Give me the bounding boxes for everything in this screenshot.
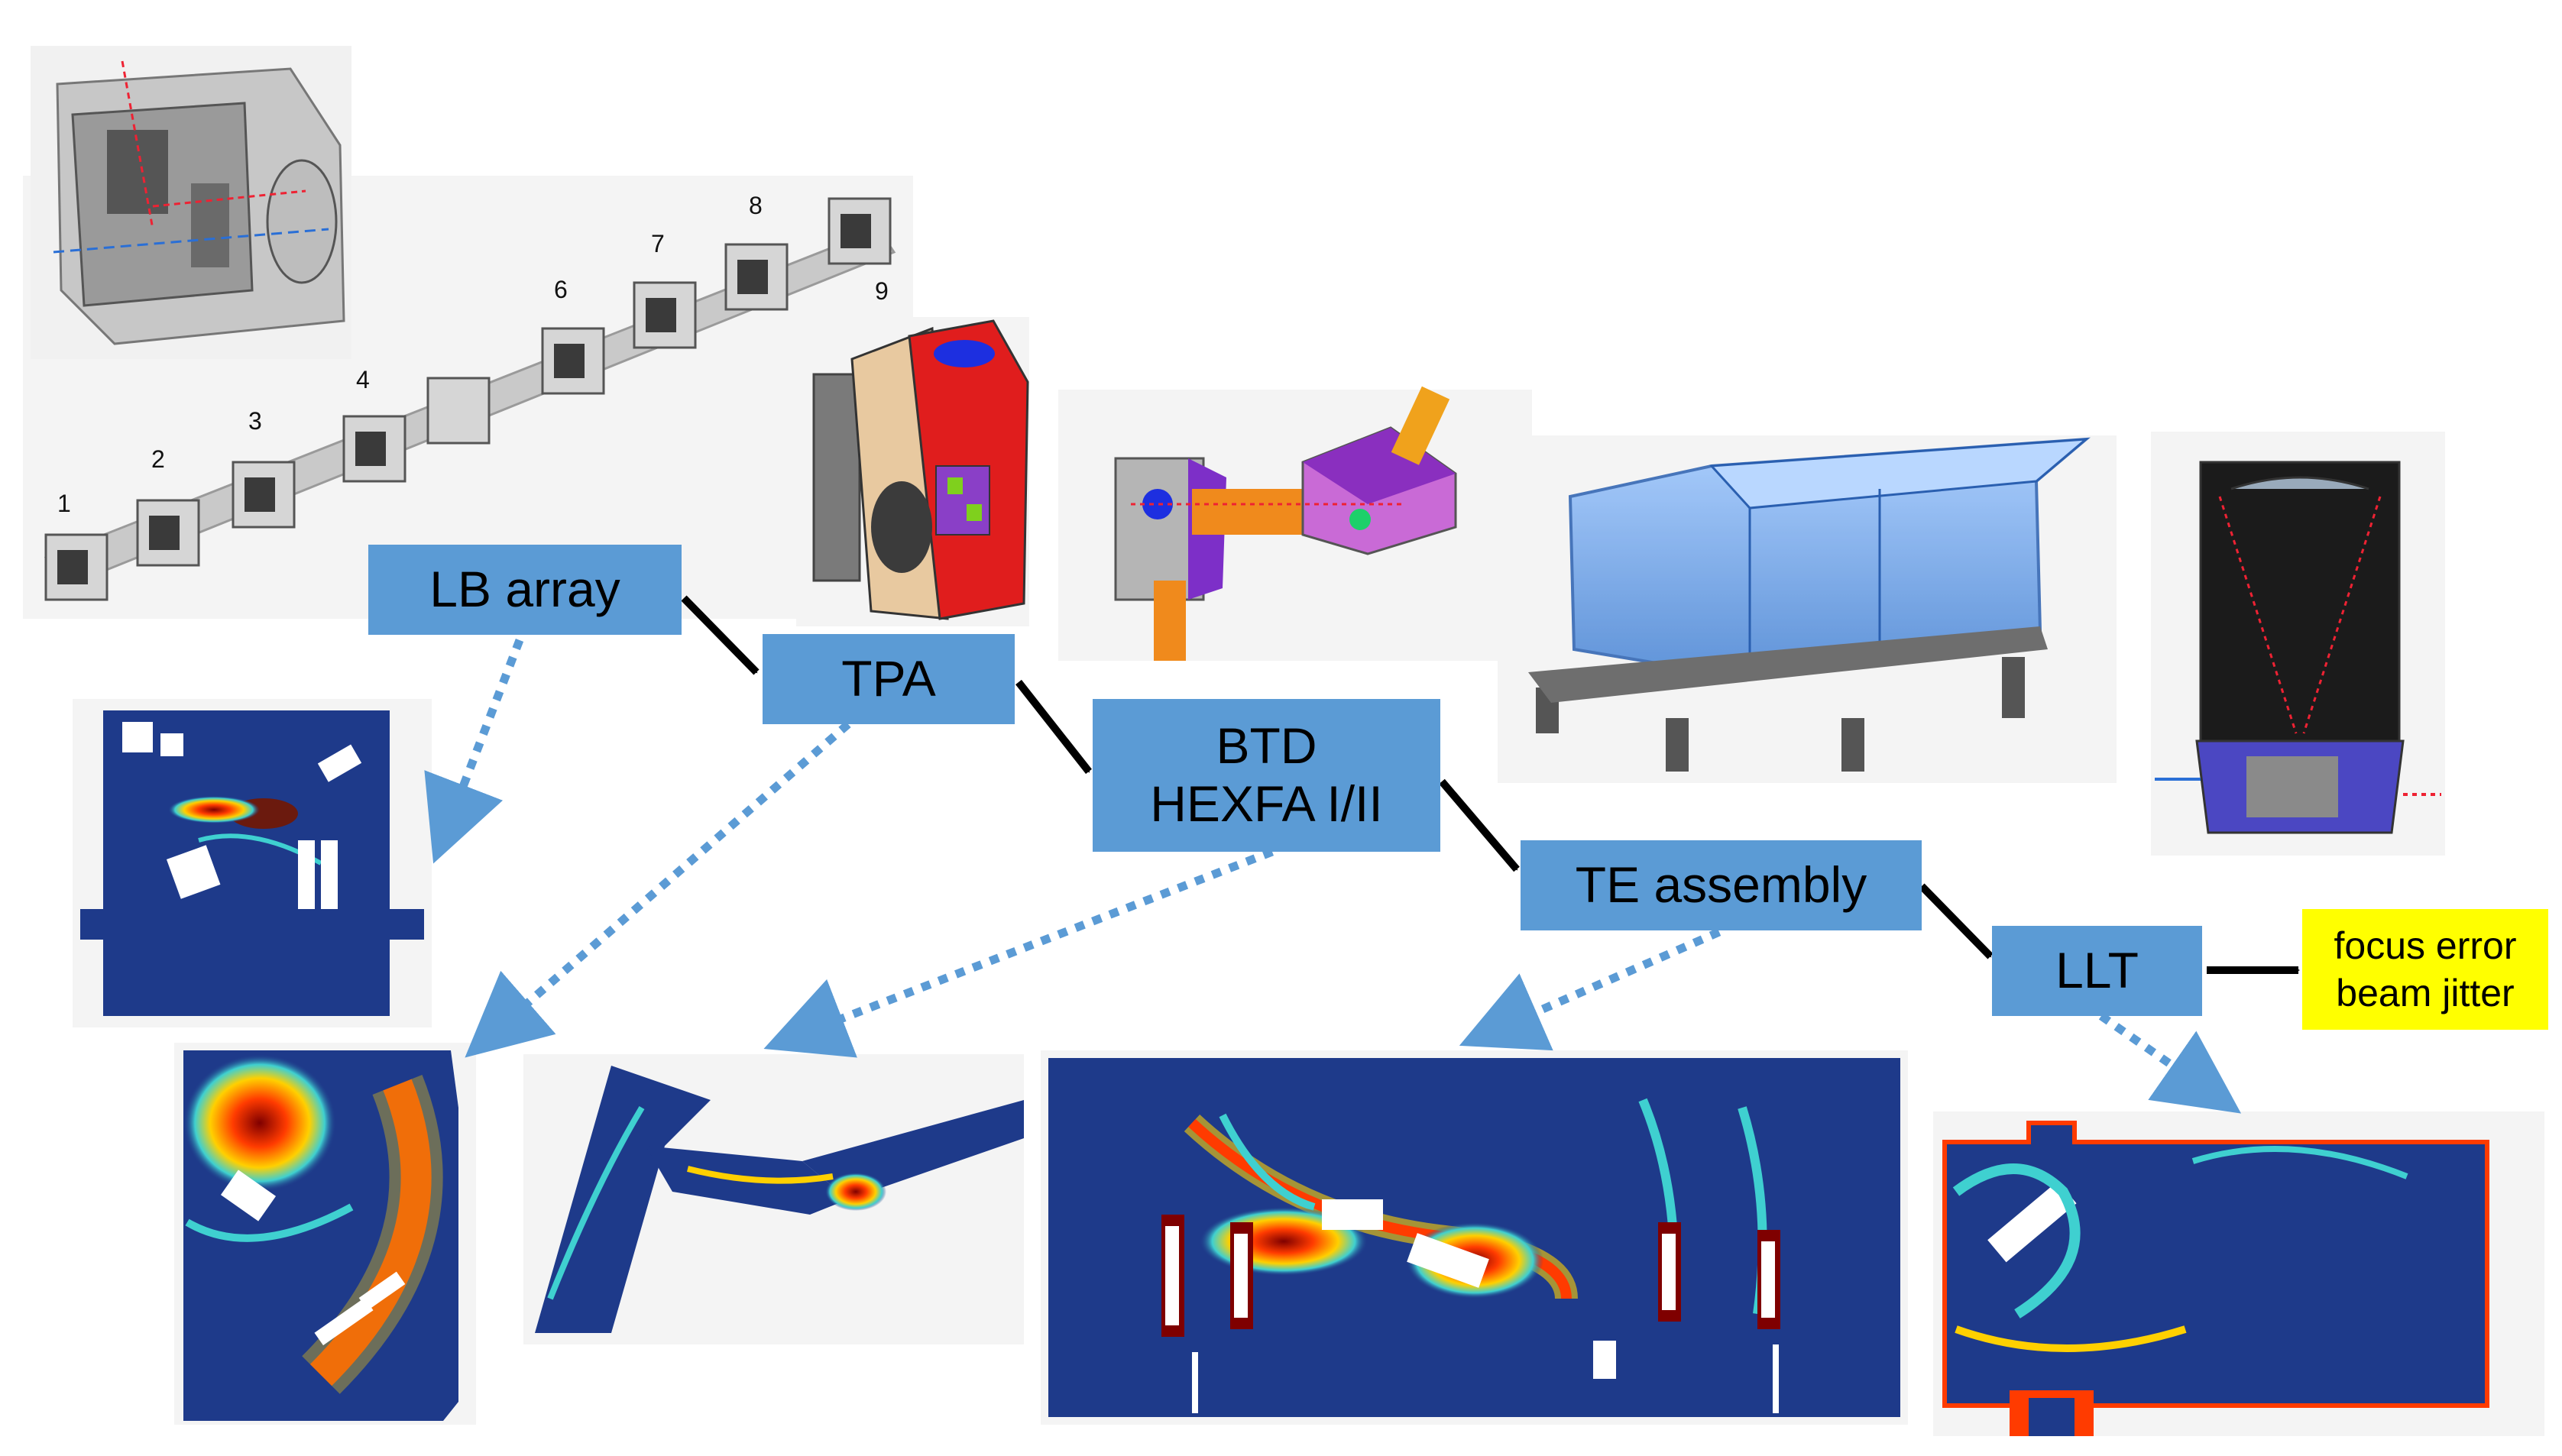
beam-jitter-label: beam jitter [2336, 972, 2515, 1014]
te-assembly-cfd-icon [1041, 1050, 1908, 1425]
dotted-arrow-btd [763, 847, 1274, 1058]
dotted-analysis-arrows [424, 639, 2242, 1114]
lb-array-cfd-icon [73, 699, 432, 1027]
lb-number-1: 1 [57, 490, 71, 517]
llt-cad-icon [2151, 432, 2445, 856]
te-assembly-cad-icon [1498, 435, 2117, 783]
tpa-cad-icon [796, 317, 1029, 626]
lb-array-label: LB array [429, 561, 620, 618]
te-assembly-label: TE assembly [1575, 856, 1867, 914]
btd-hexfa-box: BTD HEXFA I/II [1093, 699, 1440, 852]
lb-number-9: 9 [875, 277, 889, 305]
lb-array-cad-icon: 1 2 3 4 6 7 8 9 [23, 46, 913, 619]
btd-cfd-icon [523, 1054, 1024, 1344]
dotted-arrow-llt [2098, 1012, 2242, 1114]
llt-cfd-icon [1933, 1111, 2544, 1436]
lb-number-2: 2 [151, 445, 165, 473]
tpa-cfd-icon [174, 1043, 476, 1425]
dotted-arrow-tpa [465, 720, 851, 1058]
lb-number-6: 6 [554, 276, 568, 303]
arrow-lb-to-tpa [681, 595, 760, 675]
hexfa-label: HEXFA I/II [1150, 775, 1383, 832]
focus-error-label: focus error [2334, 924, 2517, 967]
solid-flow-arrows [681, 595, 2300, 974]
dotted-arrow-te [1459, 927, 1721, 1051]
te-assembly-box: TE assembly [1521, 840, 1922, 930]
btd-hexfa-cad-icon [1058, 386, 1532, 661]
arrow-te-to-llt [1919, 883, 1994, 959]
dotted-arrow-lb [424, 639, 524, 864]
tpa-box: TPA [763, 634, 1015, 724]
arrow-btd-to-te [1439, 778, 1520, 872]
lb-number-4: 4 [356, 366, 370, 393]
lb-array-box: LB array [368, 545, 682, 635]
lb-number-8: 8 [749, 192, 763, 219]
tpa-label: TPA [841, 650, 936, 707]
lb-number-7: 7 [651, 230, 665, 257]
btd-label: BTD [1216, 717, 1317, 775]
lb-number-3: 3 [248, 407, 262, 435]
llt-box: LLT [1992, 926, 2202, 1016]
arrow-tpa-to-btd [1015, 679, 1092, 775]
llt-label: LLT [2055, 942, 2139, 999]
output-box: focus error beam jitter [2302, 909, 2548, 1030]
